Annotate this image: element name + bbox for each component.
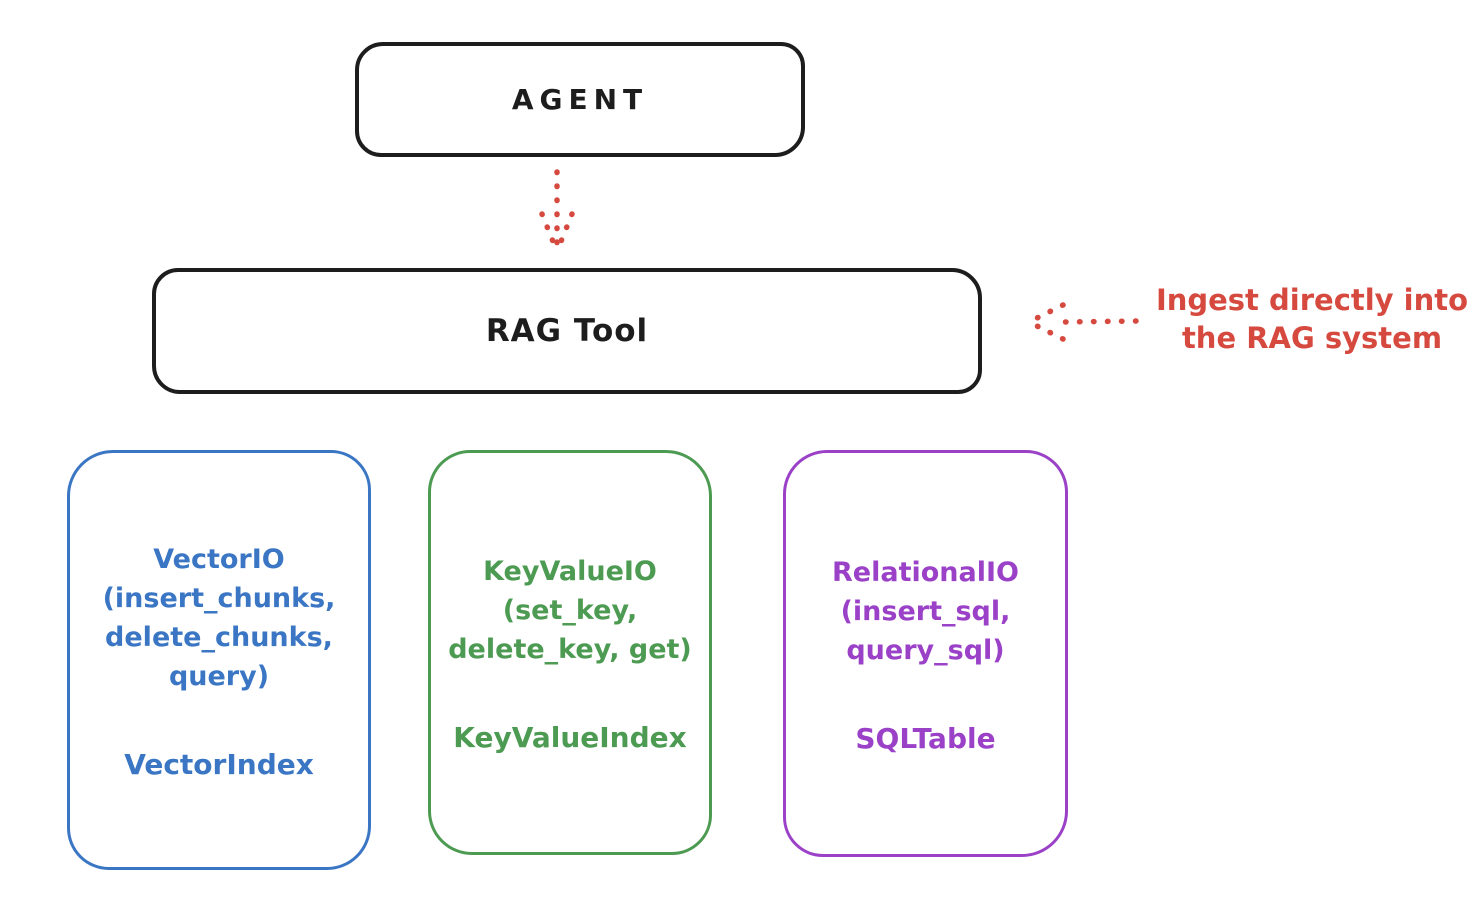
agent-box: AGENT <box>355 42 805 157</box>
annotation-arrow-shaft <box>1059 318 1139 325</box>
agent-to-ragtool-arrow-head-left <box>539 211 559 252</box>
annotation-arrow-head-bottom <box>1026 319 1066 342</box>
rag-tool-box: RAG Tool <box>152 268 982 394</box>
relational-index-label: SQLTable <box>855 721 996 755</box>
relational-io-box: RelationalIO (insert_sql, query_sql) SQL… <box>783 450 1068 857</box>
keyvalue-io-box: KeyValueIO (set_key, delete_key, get) Ke… <box>428 450 712 855</box>
annotation-arrow-head-top <box>1026 302 1066 325</box>
vector-io-box: VectorIO (insert_chunks, delete_chunks, … <box>67 450 371 870</box>
annotation-text: Ingest directly into the RAG system <box>1155 283 1469 355</box>
keyvalue-index-label: KeyValueIndex <box>453 720 687 754</box>
vector-io-label: VectorIO (insert_chunks, delete_chunks, … <box>102 543 336 692</box>
relational-io-label: RelationalIO (insert_sql, query_sql) <box>832 556 1019 666</box>
agent-label: AGENT <box>511 83 649 116</box>
vector-index-label: VectorIndex <box>124 747 314 781</box>
keyvalue-io-label: KeyValueIO (set_key, delete_key, get) <box>448 555 692 665</box>
rag-tool-label: RAG Tool <box>485 313 649 349</box>
agent-to-ragtool-arrow-head-right <box>555 211 575 252</box>
